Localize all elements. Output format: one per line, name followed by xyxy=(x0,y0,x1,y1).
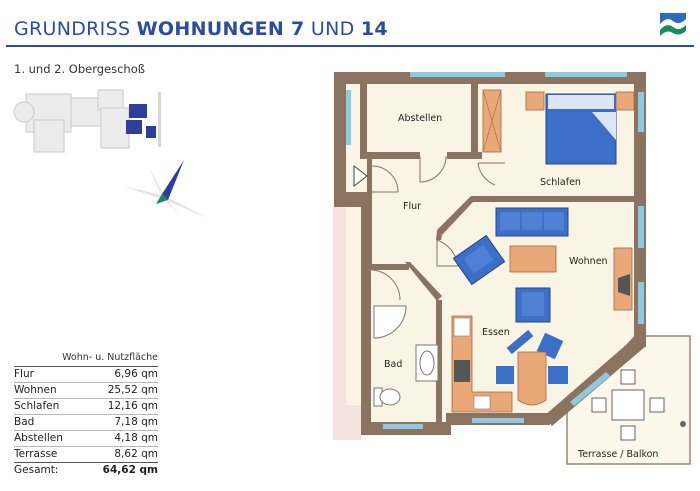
kitchen-counter xyxy=(451,315,513,413)
title-prefix: GRUNDRISS xyxy=(14,18,131,40)
room-label-abstellen: Abstellen xyxy=(398,113,442,124)
sofa xyxy=(495,207,569,237)
area-total-row: Gesamt:64,62 qm xyxy=(14,464,158,476)
tv-cabinet xyxy=(613,247,633,311)
armchair xyxy=(515,287,551,323)
building-location-map xyxy=(13,89,161,153)
room-label-wohnen: Wohnen xyxy=(569,256,608,267)
double-bed xyxy=(545,93,617,165)
area-table-header: Wohn- u. Nutzfläche xyxy=(14,352,158,367)
room-label-bad: Bad xyxy=(384,359,402,370)
bathroom-fixtures xyxy=(373,305,439,407)
wave-logo-icon xyxy=(658,10,688,40)
compass-rose-icon xyxy=(123,160,208,218)
windows xyxy=(383,72,644,429)
inner-walls xyxy=(360,84,634,422)
armchair xyxy=(452,234,506,286)
entrance-arrow-icon xyxy=(353,164,368,188)
title-rule xyxy=(6,45,694,47)
page-title: GRUNDRISS WOHNUNGEN 7 UND 14 xyxy=(14,18,388,40)
room-label-flur: Flur xyxy=(403,201,421,212)
floor-subtitle: 1. und 2. Obergeschoß xyxy=(14,62,145,76)
nightstand xyxy=(615,91,635,111)
room-label-essen: Essen xyxy=(482,327,510,338)
nightstand xyxy=(525,91,545,111)
title-number: 14 xyxy=(360,18,388,40)
room-label-terrasse: Terrasse / Balkon xyxy=(577,449,658,460)
coffee-table xyxy=(509,245,557,273)
window-left xyxy=(346,90,351,145)
title-main: WOHNUNGEN 7 xyxy=(136,18,305,40)
room-label-schlafen: Schlafen xyxy=(540,177,581,188)
title-und: UND xyxy=(310,18,355,40)
door-swings xyxy=(371,155,505,301)
terrace-table xyxy=(591,369,686,441)
dining-table xyxy=(496,329,568,406)
